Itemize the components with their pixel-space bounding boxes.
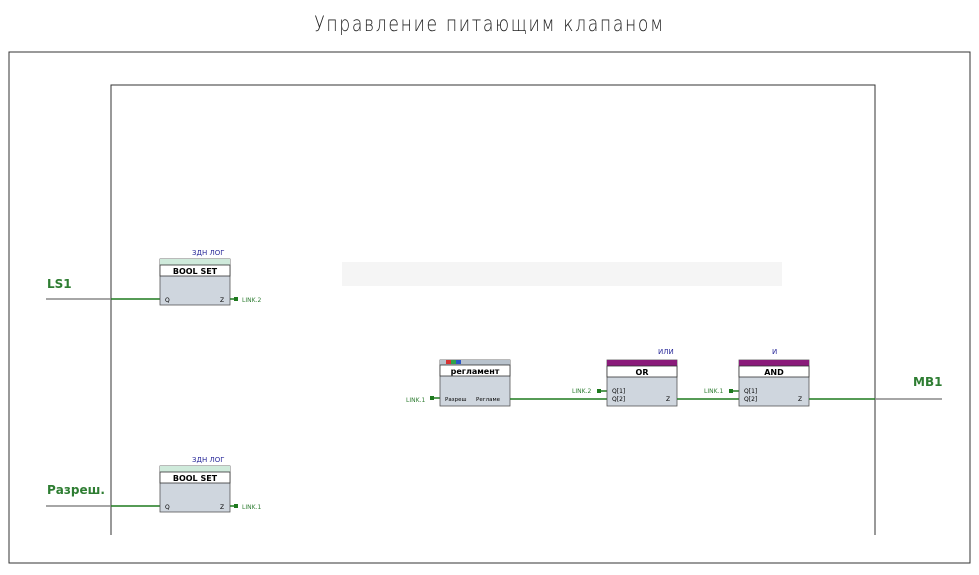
block-band — [160, 259, 230, 265]
color-chip-red — [446, 360, 451, 364]
page-title: Управление питающим клапаном — [314, 12, 665, 36]
block-band — [160, 466, 230, 472]
reglament-block[interactable]: регламент Разреш Регламе — [439, 359, 511, 407]
block-caption: ЗДН ЛОГ — [192, 249, 225, 257]
block-header — [606, 365, 678, 378]
block-band — [440, 360, 510, 365]
color-chip-blue — [456, 360, 461, 364]
block-header-label: регламент — [451, 367, 500, 376]
pin-in-label: Q — [165, 504, 170, 511]
block-caption: ЗДН ЛОГ — [192, 456, 225, 464]
output-mb1-label: MB1 — [913, 375, 942, 389]
inner-frame — [110, 84, 876, 535]
connector-dot — [430, 396, 434, 400]
outer-frame — [8, 51, 971, 564]
pin-out-label: Z — [220, 297, 224, 304]
background-band — [342, 262, 782, 286]
pin-in-label: Разреш — [445, 397, 467, 403]
bool-set-block-2[interactable]: ЗДН ЛОГ BOOL SET Q Z — [159, 456, 231, 513]
input-ls1-label: LS1 — [47, 277, 72, 291]
link-label: LINK.2 — [242, 297, 261, 304]
block-header — [159, 471, 231, 484]
block-header-label: BOOL SET — [173, 474, 218, 483]
block-caption: И — [772, 348, 777, 356]
pin-out-label: Z — [798, 396, 802, 403]
pin-out-label: Регламе — [476, 397, 501, 403]
block-header-label: BOOL SET — [173, 267, 218, 276]
pin-in-label: Q — [165, 297, 170, 304]
input-razresh-label: Разреш. — [47, 483, 105, 497]
block-header-label: AND — [764, 368, 784, 377]
pin-in2-label: Q[2] — [612, 396, 625, 403]
block-caption: ИЛИ — [658, 348, 674, 356]
connector-dot — [597, 389, 601, 393]
bool-set-block-1[interactable]: ЗДН ЛОГ BOOL SET Q Z — [159, 249, 231, 306]
color-chip-green — [451, 360, 456, 364]
or-block[interactable]: ИЛИ OR Q[1] Q[2] Z — [606, 348, 678, 407]
reglament-link-in: LINK.1 — [406, 397, 425, 404]
connector-dot — [234, 504, 238, 508]
pin-in1-label: Q[1] — [744, 388, 757, 395]
or-link-in: LINK.2 — [572, 388, 591, 395]
link-label: LINK.1 — [242, 504, 261, 511]
connector-dot — [234, 297, 238, 301]
pin-in2-label: Q[2] — [744, 396, 757, 403]
pin-in1-label: Q[1] — [612, 388, 625, 395]
block-header — [439, 364, 511, 377]
and-block[interactable]: И AND Q[1] Q[2] Z — [738, 348, 810, 407]
block-header — [738, 365, 810, 378]
block-band — [739, 360, 809, 366]
connector-dot — [729, 389, 733, 393]
and-link-in: LINK.1 — [704, 388, 723, 395]
pin-out-label: Z — [666, 396, 670, 403]
block-header-label: OR — [636, 368, 649, 377]
block-band — [607, 360, 677, 366]
block-header — [159, 264, 231, 277]
pin-out-label: Z — [220, 504, 224, 511]
